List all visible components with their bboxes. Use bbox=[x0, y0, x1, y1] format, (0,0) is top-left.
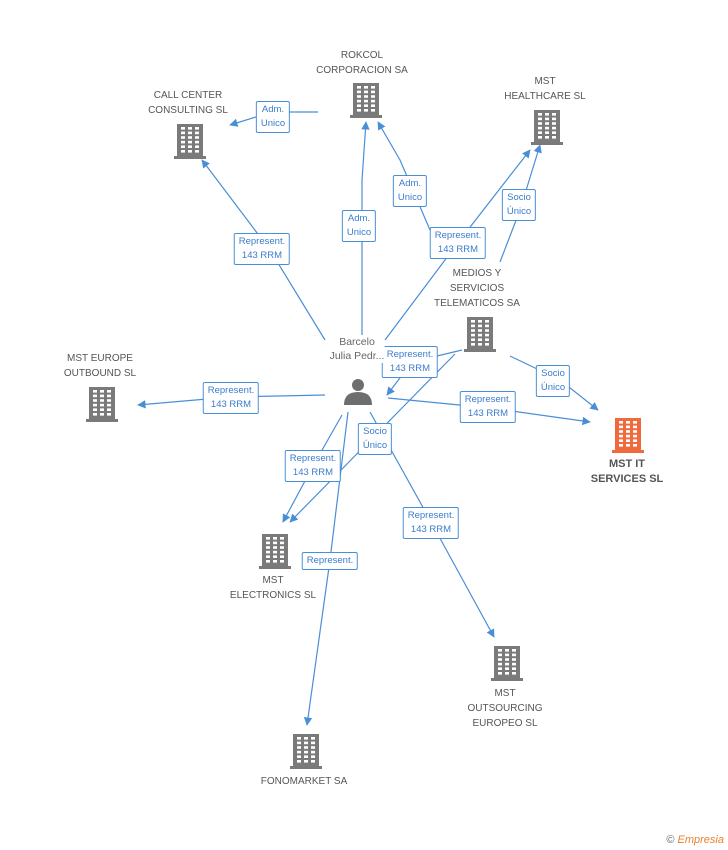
footer-brand: © Empresia bbox=[666, 834, 724, 846]
edge-line bbox=[361, 121, 370, 335]
building-icon bbox=[350, 83, 382, 118]
edge-label[interactable]: Represent. 143 RRM bbox=[459, 391, 517, 423]
company-label-fonomarket[interactable]: FONOMARKET SA bbox=[260, 776, 348, 787]
edge-label[interactable]: Represent. 143 RRM bbox=[284, 450, 342, 482]
edge-label[interactable]: Adm. Unico bbox=[341, 210, 377, 242]
building-icon bbox=[531, 110, 563, 145]
building-icon bbox=[290, 734, 322, 769]
company-label-rokcol[interactable]: ROKCOL CORPORACION SA bbox=[316, 50, 408, 76]
company-label-europe[interactable]: MST EUROPE OUTBOUND SL bbox=[63, 353, 137, 379]
company-label-mstit[interactable]: MST IT SERVICES SL bbox=[590, 458, 664, 485]
person-name[interactable]: Barcelo Julia Pedr... bbox=[329, 335, 385, 363]
building-icon bbox=[86, 387, 118, 422]
edge-label[interactable]: Represent. 143 RRM bbox=[402, 507, 460, 539]
edge-label[interactable]: Socio Único bbox=[357, 423, 393, 455]
building-icon bbox=[259, 534, 291, 569]
company-label-electronics[interactable]: MST ELECTRONICS SL bbox=[229, 575, 317, 601]
edge-label[interactable]: Represent. 143 RRM bbox=[429, 227, 487, 259]
company-label-outsourcing[interactable]: MST OUTSOURCING EUROPEO SL bbox=[467, 688, 543, 729]
edge-label[interactable]: Represent. 143 RRM bbox=[381, 346, 439, 378]
edge-label[interactable]: Represent. bbox=[301, 552, 359, 570]
company-label-healthcare[interactable]: MST HEALTHCARE SL bbox=[504, 76, 586, 102]
edge-label[interactable]: Adm. Unico bbox=[392, 175, 428, 207]
copyright-symbol: © bbox=[666, 834, 675, 846]
edge-label[interactable]: Represent. 143 RRM bbox=[233, 233, 291, 265]
person-icon bbox=[344, 379, 372, 405]
company-label-callcenter[interactable]: CALL CENTER CONSULTING SL bbox=[148, 90, 228, 116]
building-icon bbox=[464, 317, 496, 352]
edge-label[interactable]: Socio Único bbox=[535, 365, 571, 397]
building-icon bbox=[491, 646, 523, 681]
company-label-medios[interactable]: MEDIOS Y SERVICIOS TELEMATICOS SA bbox=[434, 268, 520, 309]
edge-label[interactable]: Represent. 143 RRM bbox=[202, 382, 260, 414]
brand-logo: Empresia bbox=[677, 834, 724, 846]
building-icon bbox=[612, 418, 644, 453]
edge-label[interactable]: Socio Único bbox=[501, 189, 537, 221]
building-icon bbox=[174, 124, 206, 159]
edge-label[interactable]: Adm. Unico bbox=[255, 101, 291, 133]
